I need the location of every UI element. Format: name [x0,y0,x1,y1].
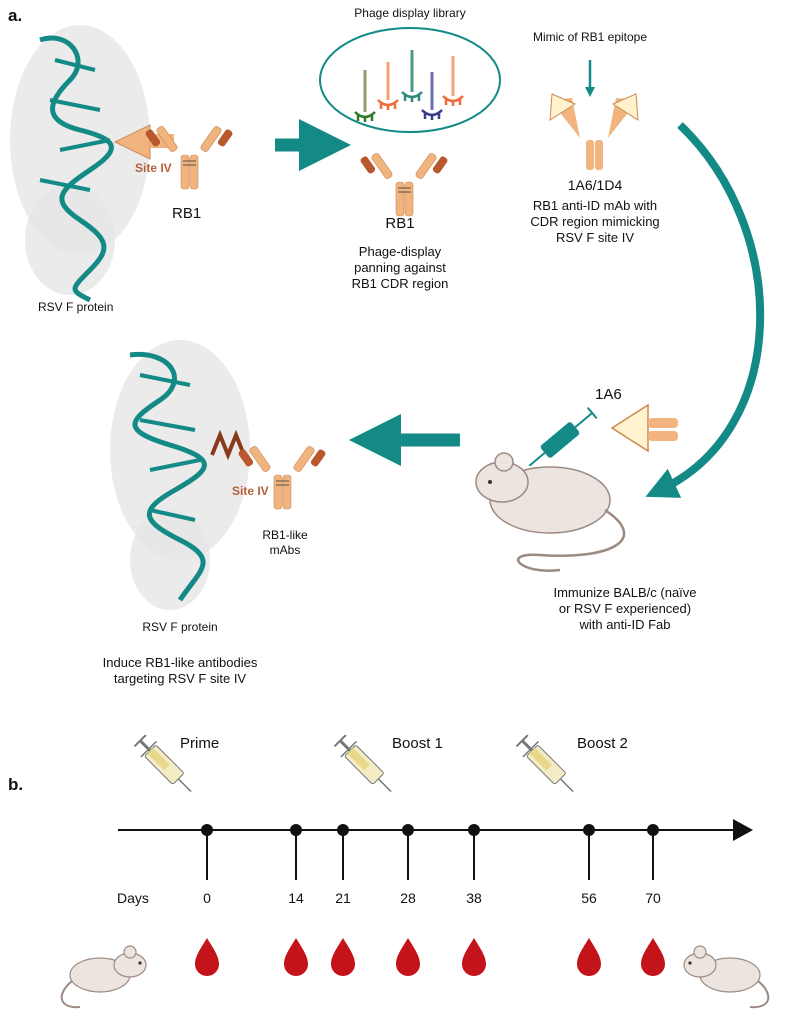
anti-id-antibody [549,93,639,170]
start-mouse [60,945,148,1009]
rsv-f-protein-label-top: RSV F protein [38,300,114,314]
boost-1-syringe [330,731,401,801]
curved-arrow-to-mouse [645,122,765,498]
blood-drop [641,938,665,976]
day-label: 70 [645,890,661,906]
blood-draw-drops [195,938,665,976]
phage-caption-line-1: Phage-display [358,244,442,259]
mimic-label: Mimic of RB1 epitope [532,30,648,44]
site-iv-label-top: Site IV [135,161,172,175]
day-tick-dot [402,824,414,836]
day-label: 14 [288,890,304,906]
blood-drop [195,938,219,976]
day-label: 56 [581,890,597,906]
phage-caption: Phage-display panning against RB1 CDR re… [330,244,470,292]
fab-label: 1A6 [595,386,622,403]
immunize-caption: Immunize BALB/c (naïve or RSV F experien… [525,585,725,633]
rsv-f-protein-structure-top [10,25,150,303]
rb1-like-antibody [236,444,328,510]
induce-line-2: targeting RSV F site IV [113,670,247,686]
end-mouse [683,945,770,1009]
phage-library-title: Phage display library [354,6,466,20]
blood-drop [462,938,486,976]
phage-library-oval [319,27,501,133]
day-ticks [201,824,659,880]
blood-drop [331,938,355,976]
induce-caption: Induce RB1-like antibodies targeting RSV… [60,655,300,687]
immunize-line-2: or RSV F experienced) [558,600,692,616]
phage-caption-line-2: panning against [354,259,446,275]
rb1-like-label: RB1-like mAbs [255,528,315,557]
anti-id-caption: RB1 anti-ID mAb with CDR region mimickin… [505,198,685,246]
teal-syringe [528,406,598,467]
blood-drop [396,938,420,976]
induce-line-1: Induce RB1-like antibodies [102,655,258,670]
day-tick-dot [290,824,302,836]
rsv-f-protein-label-bottom: RSV F protein [142,620,218,634]
anti-id-caption-line-3: RSV F site IV [555,229,635,245]
day-label: 21 [335,890,351,906]
panel-a-label: a. [8,6,23,25]
rb1-label-top: RB1 [172,205,202,222]
anti-id-name: 1A6/1D4 [567,177,623,193]
panel-b-label: b. [8,775,24,794]
boost-2-label: Boost 2 [577,735,628,752]
blood-drop [577,938,601,976]
boost-2-syringe [512,731,583,801]
day-tick-dot [583,824,595,836]
rb1-label-library: RB1 [385,215,415,232]
day-tick-dot [337,824,349,836]
anti-id-caption-line-1: RB1 anti-ID mAb with [532,198,658,213]
site-iv-sheet-bottom [210,429,246,461]
rb1-like-line-2: mAbs [269,542,301,557]
day-label: 28 [400,890,416,906]
rb1-like-line-1: RB1-like [262,528,308,542]
day-label: 38 [466,890,482,906]
boost-1-label: Boost 1 [392,735,443,752]
day-tick-dot [201,824,213,836]
prime-label: Prime [180,735,220,752]
days-label: Days [117,890,149,906]
rsv-f-protein-structure-bottom [110,340,250,610]
blood-drop [284,938,308,976]
day-tick-dot [647,824,659,836]
balb-c-mouse [475,452,626,572]
day-label: 0 [203,890,211,906]
timeline [118,819,753,880]
phage-caption-line-3: RB1 CDR region [351,275,449,291]
day-tick-dot [468,824,480,836]
rb1-antibody-library [358,151,450,217]
immunize-line-3: with anti-ID Fab [579,616,671,632]
immunize-line-1: Immunize BALB/c (naïve [553,585,697,600]
site-iv-label-bottom: Site IV [232,484,269,498]
phage-particles [354,50,464,122]
1a6-fab [610,403,678,453]
anti-id-caption-line-2: CDR region mimicking [530,213,660,229]
